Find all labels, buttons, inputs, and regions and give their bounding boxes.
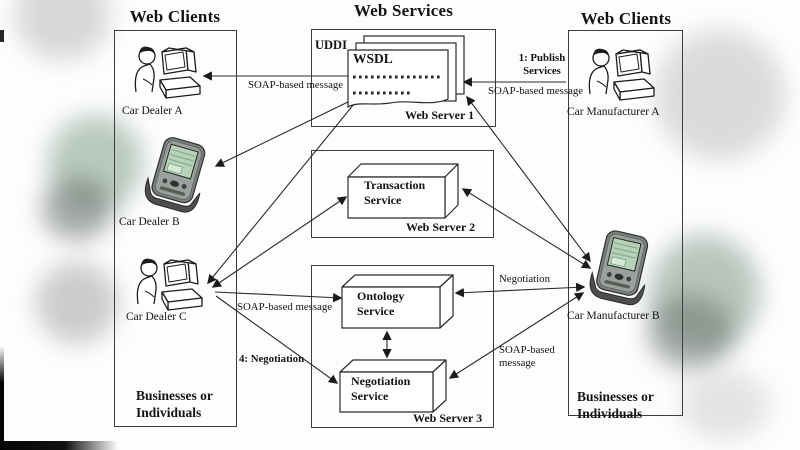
wsdl-document-stack: [347, 35, 465, 109]
negotiation-step-label: 4: Negotiation: [239, 353, 305, 365]
person-computer-icon: [588, 47, 655, 101]
soap-message-label-top-right: SOAP-based message: [488, 85, 584, 97]
transaction-service-label: Transaction Service: [364, 178, 426, 207]
web-server-2-label: Web Server 2: [406, 220, 476, 234]
pda-device-icon: [140, 133, 214, 216]
ontology-service-label: Ontology Service: [357, 289, 405, 318]
left-column-title: Web Clients: [129, 7, 221, 26]
soap-message-label-top-left: SOAP-based message: [248, 79, 344, 91]
publish-services-label: 1: Publish Services: [518, 52, 566, 77]
wsdl-label: WSDL: [353, 51, 393, 66]
scan-artifact-bar: [0, 441, 118, 450]
right-column-title: Web Clients: [580, 9, 672, 28]
background-blur-blob: [680, 370, 770, 440]
arrow-dealer-c-to-transaction: [211, 196, 348, 288]
background-blur-blob: [42, 178, 112, 240]
background-blur-blob: [648, 295, 733, 370]
soap-message-label-mid-left: SOAP-based message: [237, 301, 333, 313]
arrow-ws1-to-dealer-c: [207, 103, 355, 285]
car-dealer-b-label: Car Dealer B: [119, 216, 180, 228]
person-computer-icon: [134, 45, 201, 99]
right-footer-label: Businesses or Individuals: [577, 389, 654, 421]
pda-device-icon: [586, 227, 657, 308]
background-blur-blob: [655, 30, 785, 160]
arrow-mfr-b-to-ws1: [466, 95, 591, 263]
arrow-dealer-c-to-negotiation: [215, 295, 339, 384]
scan-artifact-bar: [0, 346, 4, 450]
left-footer-label: Businesses or Individuals: [136, 388, 213, 420]
arrow-mfr-b-to-negotiation: [448, 292, 585, 379]
transaction-service-cuboid: [347, 163, 459, 219]
web-server-1-label: Web Server 1: [405, 108, 475, 122]
web-server-3-label: Web Server 3: [413, 411, 483, 425]
car-manufacturer-b-label: Car Manufacturer B: [567, 310, 660, 322]
car-dealer-c-label: Car Dealer C: [126, 311, 187, 323]
arrow-mfr-b-to-ontology: [454, 282, 586, 298]
background-blur-blob: [36, 262, 118, 344]
negotiation-service-label: Negotiation Service: [351, 374, 411, 403]
center-column-title: Web Services: [353, 1, 454, 20]
uddi-label: UDDI: [315, 38, 347, 52]
scan-artifact-bar: [0, 30, 4, 42]
car-manufacturer-a-label: Car Manufacturer A: [567, 106, 660, 118]
negotiation-label-right: Negotiation: [499, 273, 550, 285]
arrow-mfr-b-to-transaction: [461, 188, 592, 269]
soap-message-label-bottom-right: SOAP-based message: [499, 344, 555, 369]
ontology-service-cuboid: [341, 274, 454, 329]
arrow-dealer-c-to-ontology: [214, 291, 343, 303]
arrow-ws1-to-dealer-b: [214, 100, 351, 167]
person-computer-icon: [136, 257, 203, 311]
car-dealer-a-label: Car Dealer A: [122, 105, 183, 117]
negotiation-service-cuboid: [339, 359, 447, 413]
web-server-1-box: [311, 29, 496, 127]
connection-lines: [202, 71, 592, 384]
